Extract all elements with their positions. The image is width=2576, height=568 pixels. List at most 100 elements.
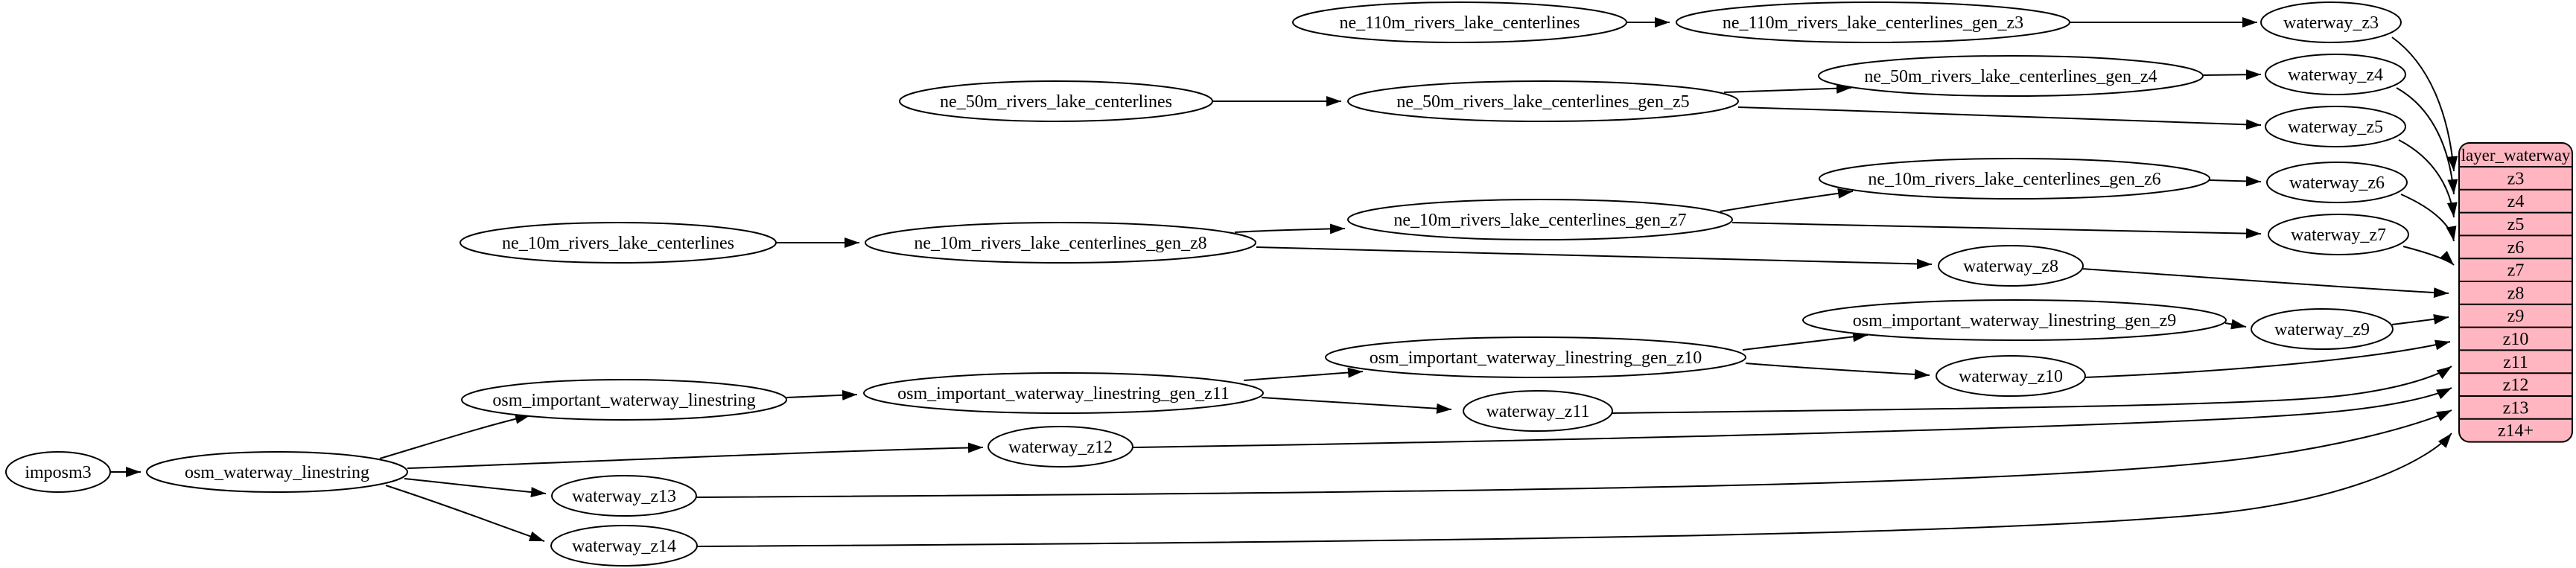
- node-waterway_z12: waterway_z12: [988, 426, 1133, 468]
- node-ellipse-waterway_z10: [1936, 355, 2086, 397]
- edges-layer: [110, 17, 2458, 547]
- edge-ne_50m_rivers_lake_centerlines_gen_z5--waterway_z5: [1737, 106, 2262, 130]
- node-osm_important_waterway_linestring: osm_important_waterway_linestring: [461, 379, 787, 421]
- node-ellipse-waterway_z5: [2265, 106, 2406, 147]
- node-label-waterway_z11: waterway_z11: [1486, 402, 1589, 421]
- node-label-waterway_z5: waterway_z5: [2288, 118, 2383, 137]
- edge-osm_important_waterway_linestring--osm_important_waterway_linestring_gen_z11: [786, 389, 858, 401]
- node-ellipse-ne_50m_rivers_lake_centerlines_gen_z4: [1818, 55, 2204, 97]
- node-label-waterway_z12: waterway_z12: [1008, 438, 1113, 457]
- node-ne_10m_rivers_lake_centerlines_gen_z7: ne_10m_rivers_lake_centerlines_gen_z7: [1347, 199, 1733, 240]
- edge-ne_10m_rivers_lake_centerlines_gen_z6--waterway_z6: [2209, 176, 2262, 187]
- node-waterway_z5: waterway_z5: [2265, 106, 2406, 147]
- node-label-osm_important_waterway_linestring_gen_z9: osm_important_waterway_linestring_gen_z9: [1853, 311, 2177, 331]
- node-ne_110m_rivers_lake_centerlines_gen_z3: ne_110m_rivers_lake_centerlines_gen_z3: [1676, 1, 2070, 43]
- node-ellipse-ne_10m_rivers_lake_centerlines: [459, 222, 777, 264]
- edge-osm_waterway_linestring--waterway_z13: [404, 478, 547, 498]
- edge-waterway_z9--layer_waterway:z9: [2391, 314, 2449, 325]
- node-ellipse-ne_50m_rivers_lake_centerlines_gen_z5: [1347, 80, 1739, 122]
- edge-waterway_z14--layer_waterway:z14+: [696, 433, 2452, 547]
- node-waterway_z9: waterway_z9: [2251, 308, 2394, 350]
- edge-waterway_z8--layer_waterway:z8: [2081, 268, 2449, 299]
- edge-waterway_z6--layer_waterway:z6: [2400, 194, 2457, 242]
- edge-osm_waterway_linestring--waterway_z12: [407, 442, 984, 469]
- edge-osm_waterway_linestring--osm_important_waterway_linestring: [379, 413, 531, 459]
- node-ellipse-osm_important_waterway_linestring: [461, 379, 787, 421]
- node-ellipse-ne_10m_rivers_lake_centerlines_gen_z8: [865, 222, 1256, 264]
- edge-waterway_z10--layer_waterway:z10: [2084, 339, 2451, 378]
- edge-ne_10m_rivers_lake_centerlines_gen_z7--ne_10m_rivers_lake_centerlines_gen_z6: [1720, 188, 1854, 212]
- node-label-ne_10m_rivers_lake_centerlines_gen_z8: ne_10m_rivers_lake_centerlines_gen_z8: [914, 234, 1206, 253]
- node-label-waterway_z9: waterway_z9: [2274, 320, 2370, 339]
- node-ellipse-ne_10m_rivers_lake_centerlines_gen_z7: [1347, 199, 1733, 240]
- edge-waterway_z11--layer_waterway:z11: [1612, 366, 2452, 414]
- node-label-osm_important_waterway_linestring_gen_z11: osm_important_waterway_linestring_gen_z1…: [897, 384, 1230, 403]
- record-row-z9: z9: [2507, 307, 2525, 326]
- node-ne_10m_rivers_lake_centerlines: ne_10m_rivers_lake_centerlines: [459, 222, 777, 264]
- node-waterway_z13: waterway_z13: [551, 475, 697, 517]
- record-row-z6: z6: [2507, 238, 2525, 258]
- node-ellipse-waterway_z6: [2266, 162, 2408, 203]
- node-imposm3: imposm3: [5, 451, 111, 493]
- node-label-ne_10m_rivers_lake_centerlines: ne_10m_rivers_lake_centerlines: [502, 234, 734, 253]
- node-waterway_z11: waterway_z11: [1463, 390, 1613, 432]
- edge-waterway_z7--layer_waterway:z7: [2402, 246, 2455, 266]
- node-label-osm_waterway_linestring: osm_waterway_linestring: [185, 463, 369, 482]
- node-label-waterway_z4: waterway_z4: [2288, 66, 2383, 85]
- node-waterway_z14: waterway_z14: [550, 525, 698, 567]
- node-ne_50m_rivers_lake_centerlines: ne_50m_rivers_lake_centerlines: [899, 80, 1213, 122]
- node-ne_110m_rivers_lake_centerlines: ne_110m_rivers_lake_centerlines: [1292, 1, 1627, 43]
- edge-waterway_z13--layer_waterway:z13: [695, 409, 2452, 498]
- record-row-z12: z12: [2503, 376, 2529, 395]
- edge-ne_50m_rivers_lake_centerlines_gen_z5--ne_50m_rivers_lake_centerlines_gen_z4: [1723, 83, 1852, 94]
- node-ellipse-waterway_z14: [550, 525, 698, 567]
- node-ne_50m_rivers_lake_centerlines_gen_z4: ne_50m_rivers_lake_centerlines_gen_z4: [1818, 55, 2204, 97]
- node-label-ne_110m_rivers_lake_centerlines_gen_z3: ne_110m_rivers_lake_centerlines_gen_z3: [1723, 13, 2023, 33]
- node-ellipse-waterway_z7: [2268, 214, 2409, 255]
- edge-waterway_z3--layer_waterway:z3: [2391, 36, 2458, 172]
- node-ellipse-ne_10m_rivers_lake_centerlines_gen_z6: [1819, 158, 2210, 200]
- node-waterway_z6: waterway_z6: [2266, 162, 2408, 203]
- record-title: layer_waterway: [2461, 146, 2571, 165]
- record-node-layer: layer_waterwayz3z4z5z6z7z8z9z10z11z12z13…: [2458, 142, 2573, 443]
- node-osm_waterway_linestring: osm_waterway_linestring: [146, 451, 408, 493]
- edge-waterway_z12--layer_waterway:z12: [1132, 387, 2452, 448]
- record-row-z13: z13: [2503, 398, 2529, 418]
- record-row-z8: z8: [2507, 284, 2525, 303]
- record-row-z10: z10: [2503, 330, 2529, 349]
- node-osm_important_waterway_linestring_gen_z11: osm_important_waterway_linestring_gen_z1…: [863, 372, 1264, 414]
- record-row-z4: z4: [2507, 192, 2525, 211]
- node-ellipse-osm_waterway_linestring: [146, 451, 408, 493]
- node-label-waterway_z7: waterway_z7: [2291, 226, 2386, 245]
- node-ellipse-waterway_z11: [1463, 390, 1613, 432]
- edge-ne_50m_rivers_lake_centerlines_gen_z4--waterway_z4: [2202, 69, 2262, 80]
- record-node-layer_waterway: [2458, 142, 2573, 443]
- node-osm_important_waterway_linestring_gen_z10: osm_important_waterway_linestring_gen_z1…: [1325, 336, 1746, 378]
- node-label-imposm3: imposm3: [25, 463, 91, 482]
- edge-waterway_z4--layer_waterway:z4: [2396, 87, 2458, 195]
- record-row-z7: z7: [2507, 261, 2525, 281]
- edge-waterway_z5--layer_waterway:z5: [2398, 139, 2458, 218]
- node-ellipse-osm_important_waterway_linestring_gen_z9: [1802, 299, 2227, 341]
- node-label-ne_50m_rivers_lake_centerlines: ne_50m_rivers_lake_centerlines: [940, 92, 1172, 112]
- node-ne_50m_rivers_lake_centerlines_gen_z5: ne_50m_rivers_lake_centerlines_gen_z5: [1347, 80, 1739, 122]
- node-label-ne_110m_rivers_lake_centerlines: ne_110m_rivers_lake_centerlines: [1340, 13, 1580, 33]
- node-ellipse-waterway_z8: [1938, 245, 2084, 287]
- node-label-ne_50m_rivers_lake_centerlines_gen_z4: ne_50m_rivers_lake_centerlines_gen_z4: [1864, 67, 2157, 86]
- node-ellipse-ne_110m_rivers_lake_centerlines: [1292, 1, 1627, 43]
- node-ellipse-osm_important_waterway_linestring_gen_z10: [1325, 336, 1746, 378]
- edge-osm_important_waterway_linestring_gen_z11--waterway_z11: [1261, 397, 1452, 414]
- node-ellipse-waterway_z3: [2260, 1, 2402, 43]
- edge-ne_10m_rivers_lake_centerlines_gen_z8--ne_10m_rivers_lake_centerlines_gen_z7: [1234, 223, 1346, 234]
- node-ellipse-waterway_z9: [2251, 308, 2394, 350]
- node-waterway_z10: waterway_z10: [1936, 355, 2086, 397]
- node-label-ne_50m_rivers_lake_centerlines_gen_z5: ne_50m_rivers_lake_centerlines_gen_z5: [1396, 92, 1689, 112]
- record-row-z11: z11: [2503, 353, 2528, 372]
- node-ellipse-waterway_z13: [551, 475, 697, 517]
- node-ellipse-ne_110m_rivers_lake_centerlines_gen_z3: [1676, 1, 2070, 43]
- node-label-waterway_z6: waterway_z6: [2289, 173, 2385, 193]
- node-label-waterway_z3: waterway_z3: [2283, 13, 2379, 33]
- edge-osm_important_waterway_linestring_gen_z10--waterway_z10: [1745, 363, 1930, 380]
